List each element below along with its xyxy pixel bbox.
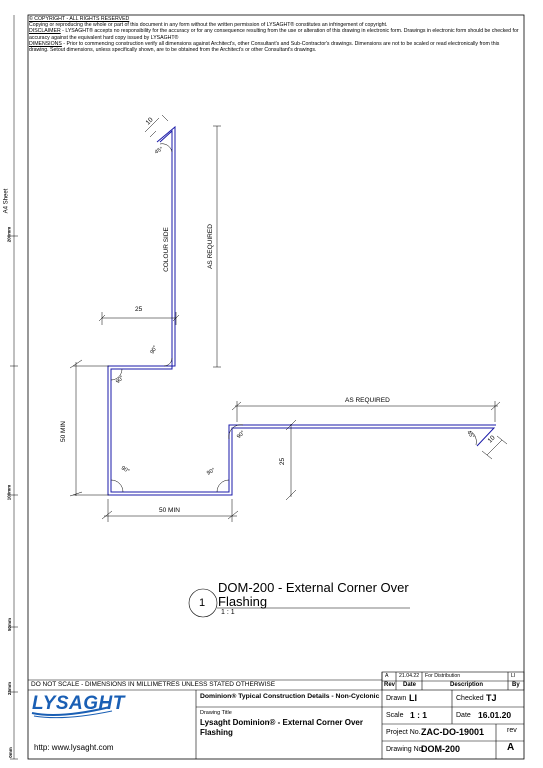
callout-number: 1 — [199, 597, 206, 609]
revision-by: LI — [511, 673, 516, 679]
rev-value: A — [507, 742, 515, 753]
date-value: 16.01.20 — [478, 710, 512, 720]
ruler-100mm: 100mm — [6, 484, 12, 501]
ruler-200mm: 200mm — [6, 226, 12, 243]
scale-label: Scale — [386, 712, 404, 719]
ruler-0mm: 0mm — [7, 747, 13, 758]
copyright-heading: © COPYRIGHT - ALL RIGHTS RESERVED — [29, 16, 130, 22]
dim-25-right: 25 — [279, 457, 287, 466]
revision-description: For Distribution — [425, 673, 461, 679]
dim-50min-horizontal: 50 MIN — [159, 507, 180, 514]
titleblock-grid — [28, 671, 525, 759]
dimensions-heading: DIMENSIONS — [29, 40, 62, 47]
dim-25-left: 25 — [135, 306, 143, 313]
scale-value: 1 : 1 — [410, 710, 428, 720]
date-label: Date — [456, 712, 471, 719]
revision-rev: A — [385, 673, 389, 679]
drawing-no-label: Drawing No. — [386, 746, 425, 753]
col-date: Date — [403, 682, 417, 688]
flashing-profile — [107, 125, 496, 496]
callout-title: DOM-200 - External Corner Over Flashing — [218, 581, 409, 609]
as-required-vertical: AS REQUIRED — [206, 224, 214, 269]
disclaimer-heading: DISCLAIMER — [29, 28, 61, 35]
website-link[interactable]: http: www.lysaght.com — [34, 743, 114, 752]
drawn-label: Drawn — [386, 695, 407, 702]
rev-label: rev — [507, 727, 517, 734]
ruler-50mm: 50mm — [7, 617, 13, 632]
copyright-text: Copying or reproducing the whole or part… — [29, 22, 388, 29]
colour-side-label: COLOUR SIDE — [162, 227, 170, 272]
drawing-no-value: DOM-200 — [421, 744, 461, 754]
drawing-title-line2: Flashing — [200, 728, 233, 737]
revision-date: 21.04.22 — [399, 673, 420, 679]
logo-text: LYSAGHT — [32, 693, 125, 714]
ruler-25mm: 25mm — [7, 681, 13, 696]
col-rev: Rev — [384, 682, 396, 688]
drawing-title-line1: Lysaght Dominion® - External Corner Over — [200, 718, 363, 727]
sheet-size-label: A4 Sheet — [3, 188, 10, 214]
checked-label: Checked — [456, 695, 484, 702]
disclaimer-text: - LYSAGHT® accepts no responsibility for… — [29, 28, 519, 41]
callout-scale: 1 : 1 — [221, 609, 235, 616]
callout-title-line2: Flashing — [218, 594, 268, 609]
copyright-notes: © COPYRIGHT - ALL RIGHTS RESERVED Copyin… — [29, 16, 519, 53]
dim-50min-vertical: 50 MIN — [59, 421, 67, 442]
series-title: Dominion® Typical Construction Details -… — [200, 693, 380, 700]
drawn-value: LI — [409, 693, 417, 703]
as-required-horizontal: AS REQUIRED — [345, 397, 390, 404]
callout-circle — [188, 588, 218, 618]
project-value: ZAC-DO-19001 — [421, 727, 485, 737]
callout-title-line1: DOM-200 - External Corner Over — [218, 580, 409, 595]
checked-value: TJ — [486, 693, 497, 703]
dimensions-text: - Prior to commencing construction verif… — [29, 40, 500, 54]
col-description: Description — [450, 682, 484, 688]
lysaght-logo: LYSAGHT — [30, 693, 124, 719]
drawing-title-label: Drawing Title — [200, 710, 232, 716]
do-not-scale-note: DO NOT SCALE - DIMENSIONS IN MILLIMETRES… — [31, 681, 276, 688]
col-by: By — [512, 682, 520, 688]
project-label: Project No. — [386, 729, 421, 736]
sheet-border — [27, 14, 525, 760]
dimension-lines — [69, 114, 508, 522]
lysaght-logo-mark — [31, 706, 113, 719]
drawing-title: Lysaght Dominion® - External Corner Over… — [200, 718, 363, 738]
